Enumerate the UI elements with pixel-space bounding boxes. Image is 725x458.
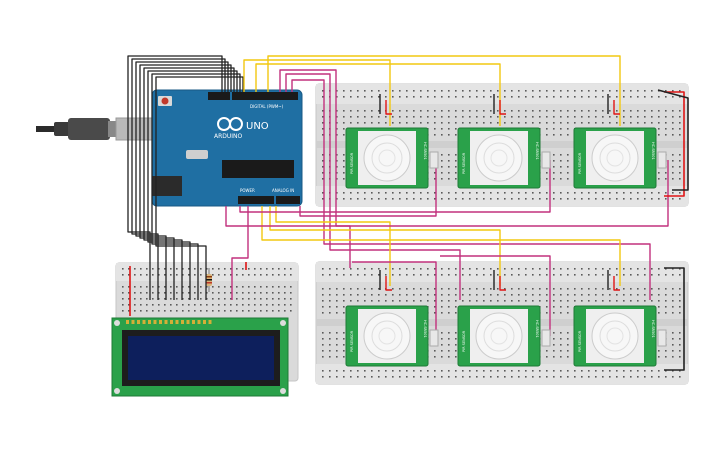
digital-header-2 [208,92,230,100]
sensor-out-wire-5[interactable] [440,255,551,336]
signal-wire-bottom-1[interactable] [279,69,351,268]
arduino-model-text: UNO [246,121,269,132]
pir-label-left: PIR SENSOR [350,152,354,174]
lcd-screen [128,336,274,380]
pir-label-left: PIR SENSOR [462,330,466,352]
power-rail-top[interactable] [664,91,685,197]
usb-cable[interactable] [36,117,161,141]
pir-label-left: PIR SENSOR [462,152,466,174]
resistor[interactable] [206,268,212,292]
lcd-data-wire-8[interactable] [155,76,244,300]
sensor-power-jumper-top-3[interactable] [613,100,620,115]
power-rail-bottom[interactable] [664,267,685,371]
pir-sensor-3[interactable]: PIR SENSOR HC-SR501 [573,127,667,189]
pir-pin-header [657,151,667,169]
pir-label-right: HC-SR501 [651,142,655,160]
arduino-brand-text: ARDUINO [214,133,243,140]
lcd-data-wire-5[interactable] [143,67,235,300]
pir-sensor-6[interactable]: PIR SENSOR HC-SR501 [573,305,667,367]
arduino-logo-right [229,117,243,131]
pir-pin-header [429,329,439,347]
reset-button[interactable] [161,97,169,105]
pir-label-left: PIR SENSOR [578,152,582,174]
lcd-data-wire-4[interactable] [139,64,232,300]
sensor-power-jumper-bottom-1[interactable] [385,276,392,291]
lcd-16x2[interactable] [111,317,289,397]
analog-header [276,196,300,204]
pir-pin-header [541,329,551,347]
signal-wire-top-1[interactable] [243,59,391,126]
sensor-out-wire-1[interactable] [299,160,437,217]
lcd-data-wire-3[interactable] [135,61,229,300]
digital-header [232,92,298,100]
pir-pin-header [657,329,667,347]
pir-label-right: HC-SR501 [423,320,427,338]
pir-label-right: HC-SR501 [423,142,427,160]
ground-rail-top[interactable] [657,89,689,191]
sensor-out-wire-4[interactable] [352,261,437,336]
power-jack [152,176,182,196]
signal-wire-extra-4[interactable] [275,206,391,286]
pir-pin-header [541,151,551,169]
signal-wire-extra-3[interactable] [269,206,501,286]
sensor-power-jumper-top-1[interactable] [385,100,392,115]
power-label: POWER [240,188,255,193]
signal-wire-bottom-3[interactable] [291,79,651,300]
pir-sensor-5[interactable]: PIR SENSOR HC-SR501 [457,305,551,367]
pir-label-left: PIR SENSOR [350,330,354,352]
pir-label-left: PIR SENSOR [578,330,582,352]
signal-wire-top-3[interactable] [267,55,621,126]
power-header [238,196,274,204]
pir-label-right: HC-SR501 [535,142,539,160]
sensor-out-wire-3[interactable] [225,160,669,227]
sensor-power-jumper-bottom-2[interactable] [499,276,506,291]
crystal [186,150,208,159]
sensor-power-jumper-bottom-3[interactable] [613,276,620,291]
analog-label: ANALOG IN [272,188,294,193]
arduino-uno-board[interactable]: ARDUINO UNO DIGITAL (PWM~) POWER ANALOG … [151,89,303,207]
pir-pin-header [429,151,439,169]
pir-sensor-4[interactable]: PIR SENSOR HC-SR501 [345,305,439,367]
pir-label-right: HC-SR501 [535,320,539,338]
pir-sensor-1[interactable]: PIR SENSOR HC-SR501 [345,127,439,189]
sensor-out-wire-2[interactable] [239,160,551,213]
signal-wire-top-2[interactable] [255,63,501,126]
signal-wire-extra-1[interactable] [231,206,249,300]
pir-sensor-2[interactable]: PIR SENSOR HC-SR501 [457,127,551,189]
sensor-power-jumper-top-2[interactable] [499,100,506,115]
pir-label-right: HC-SR501 [651,320,655,338]
digital-label: DIGITAL (PWM~) [250,104,284,109]
signal-wire-bottom-2[interactable] [285,73,461,300]
signal-wire-extra-2[interactable] [261,206,621,286]
atmega-chip [222,160,294,178]
